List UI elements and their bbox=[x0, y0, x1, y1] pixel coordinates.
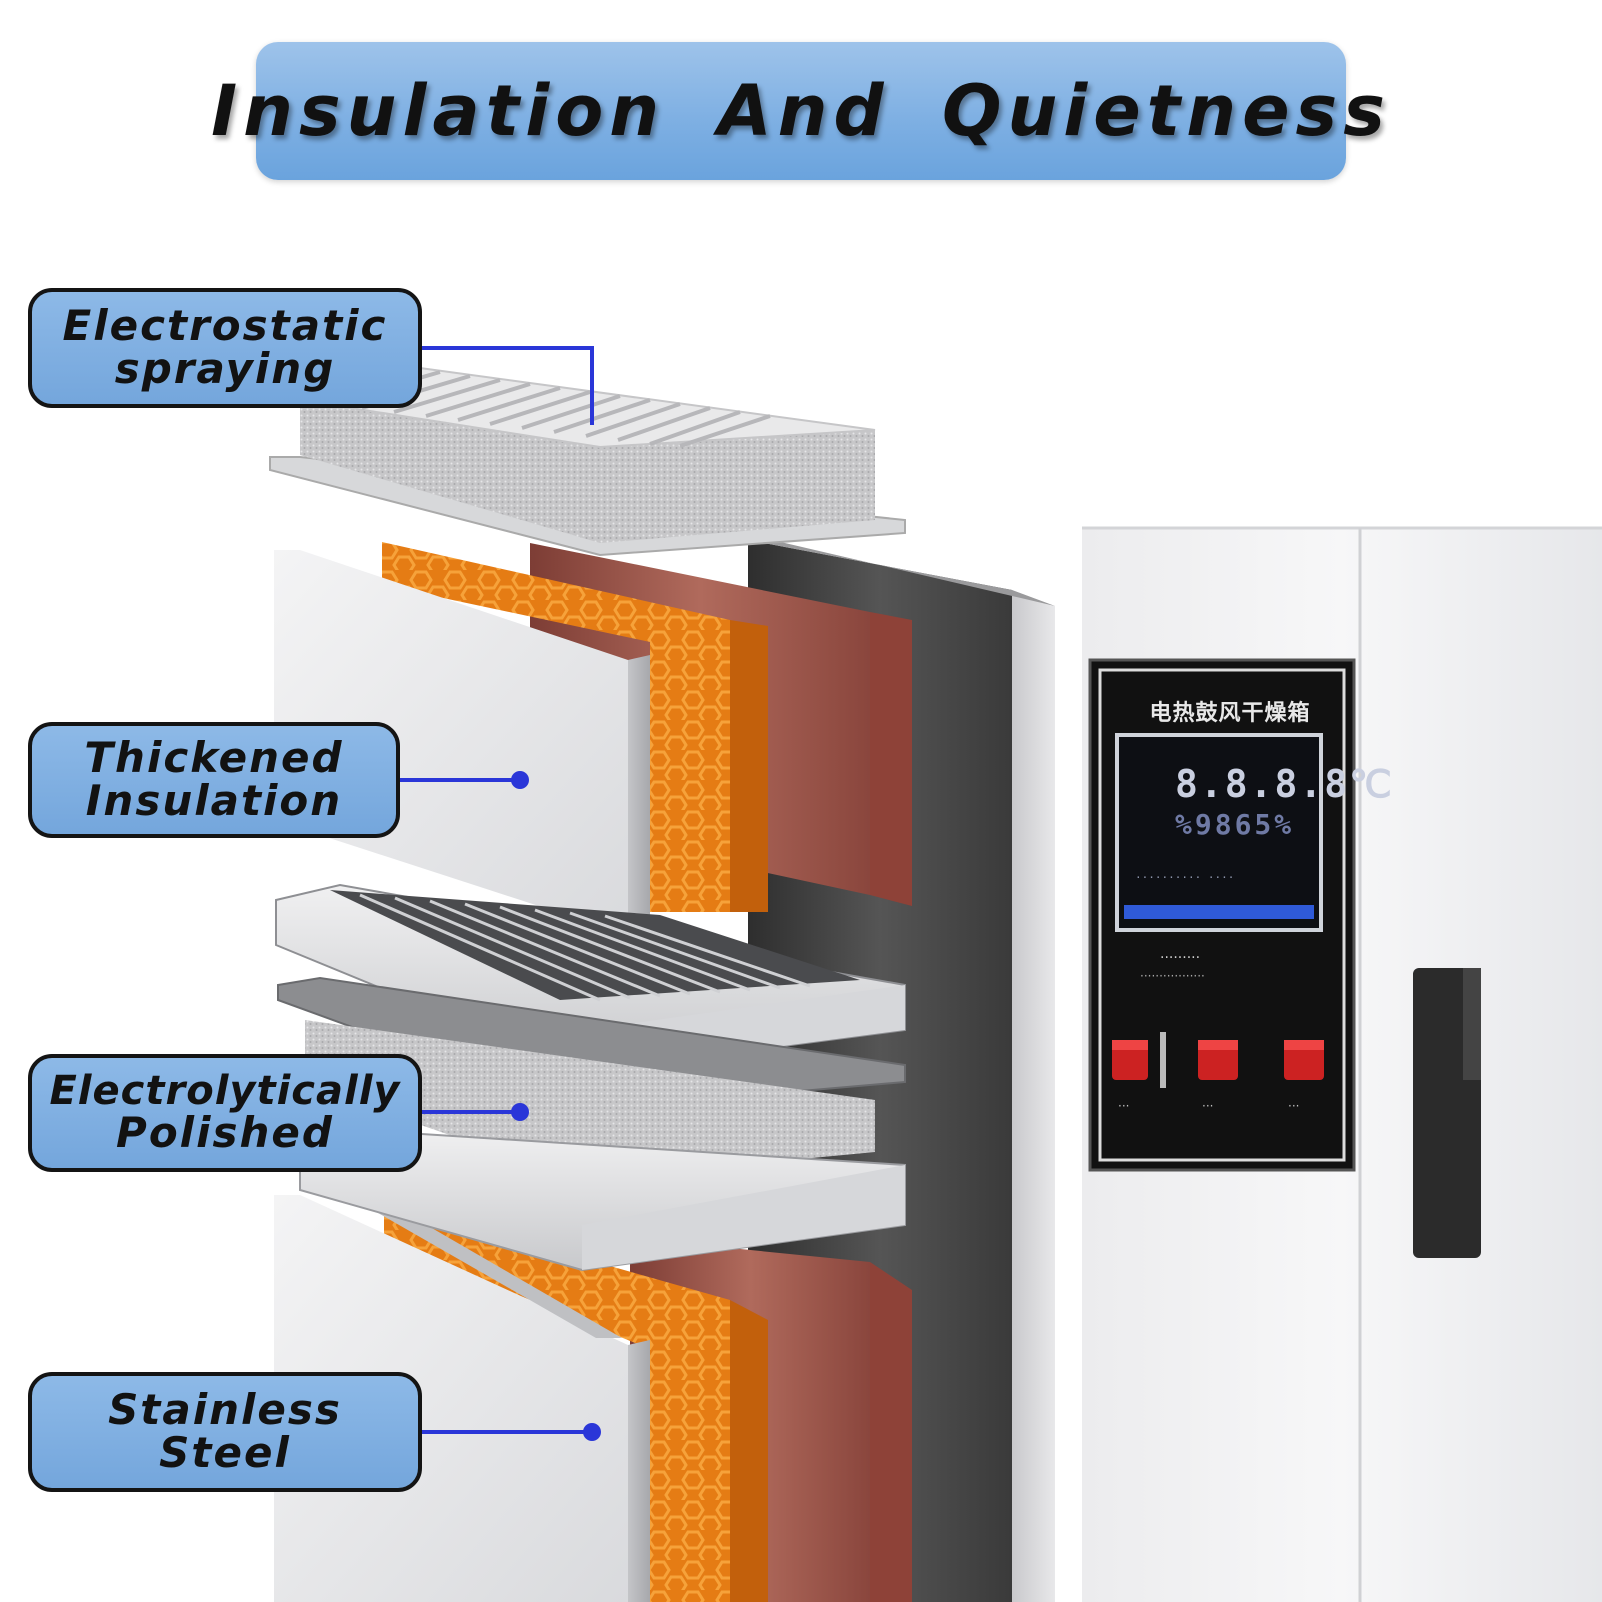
label-stainless-steel: Stainless Steel bbox=[28, 1372, 422, 1492]
label-text-line1: Electrolytically bbox=[49, 1068, 401, 1115]
label-text-line2: Polished bbox=[116, 1107, 334, 1157]
leader-dot-thickened bbox=[511, 771, 529, 789]
label-text-line2: spraying bbox=[114, 344, 336, 393]
lcd-display bbox=[1115, 733, 1323, 932]
svg-text:···: ··· bbox=[1118, 1099, 1129, 1113]
svg-text:·········: ········· bbox=[1160, 950, 1200, 966]
lcd-humidity-readout: %9865% bbox=[1175, 808, 1295, 841]
svg-text:.......... ....: .......... .... bbox=[1135, 868, 1234, 881]
svg-text:···: ··· bbox=[1288, 1099, 1299, 1113]
label-text-line2: Insulation bbox=[85, 776, 343, 825]
label-text-line2: Steel bbox=[159, 1428, 291, 1477]
svg-text:···: ··· bbox=[1202, 1099, 1213, 1113]
title-banner: Insulation And Quietness bbox=[211, 42, 1385, 180]
leader-dot-electrolytic bbox=[511, 1103, 529, 1121]
thin-plate bbox=[277, 976, 906, 1112]
label-electrolytically-polished: Electrolytically Polished bbox=[28, 1054, 422, 1172]
white-panel-upper bbox=[274, 550, 628, 935]
orange-foam-upper bbox=[382, 542, 730, 912]
leader-dot-stainless bbox=[583, 1423, 601, 1441]
label-electrostatic-spraying: Electrostatic spraying bbox=[28, 288, 422, 408]
label-thickened-insulation: Thickened Insulation bbox=[28, 722, 400, 838]
white-panel-lower bbox=[274, 1195, 628, 1602]
label-text-line1: Stainless bbox=[108, 1385, 342, 1435]
leader-electrostatic bbox=[420, 346, 594, 425]
label-text-line1: Electrostatic bbox=[62, 301, 388, 351]
foam-block-middle bbox=[305, 1020, 875, 1180]
leader-lines bbox=[400, 346, 594, 1434]
lcd-temperature-readout: 8.8.8.8℃ bbox=[1175, 762, 1394, 806]
svg-text:·················: ················· bbox=[1140, 969, 1205, 983]
control-panel-title: 电热鼓风干燥箱 bbox=[1149, 701, 1311, 726]
page-title: Insulation And Quietness bbox=[211, 70, 1391, 152]
label-text-line1: Thickened bbox=[84, 733, 344, 783]
